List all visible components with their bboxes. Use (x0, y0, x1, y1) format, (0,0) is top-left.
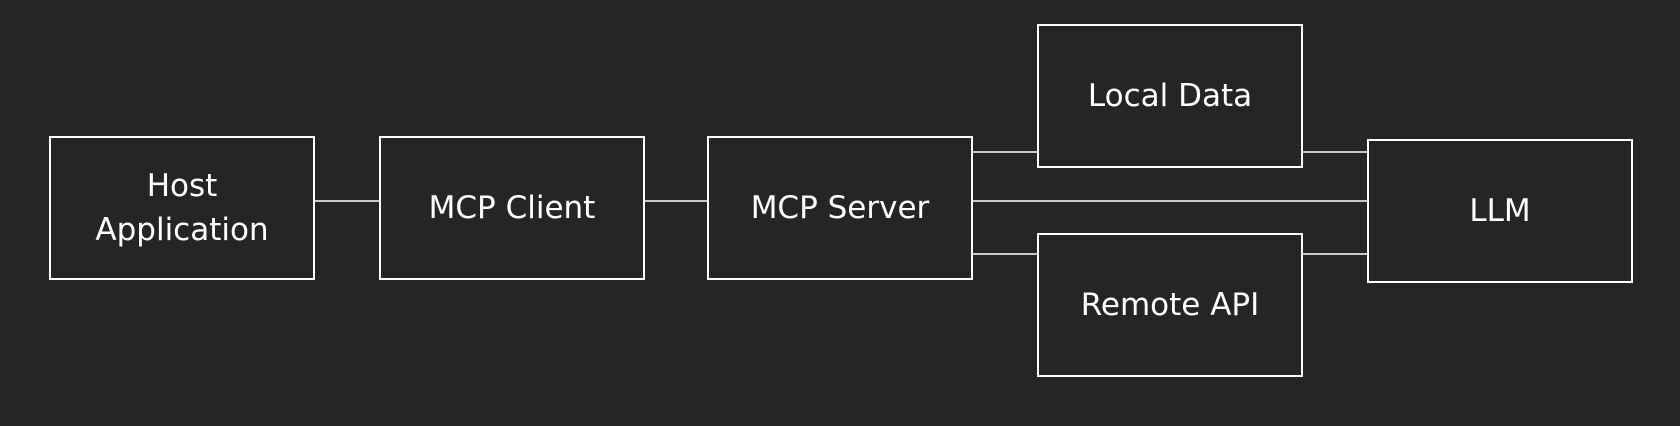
node-local-data: Local Data (1037, 24, 1303, 168)
node-llm: LLM (1367, 139, 1633, 283)
node-mcp-client-label: MCP Client (428, 190, 596, 226)
node-llm-label: LLM (1469, 193, 1531, 229)
node-remote-api-label: Remote API (1080, 287, 1260, 323)
node-remote-api: Remote API (1037, 233, 1303, 377)
node-mcp-client: MCP Client (379, 136, 645, 280)
node-mcp-server-label: MCP Server (750, 190, 930, 226)
node-host-application-label: Host Application (95, 168, 269, 248)
node-local-data-label: Local Data (1087, 78, 1253, 114)
node-host-application: Host Application (49, 136, 315, 280)
node-mcp-server: MCP Server (707, 136, 973, 280)
